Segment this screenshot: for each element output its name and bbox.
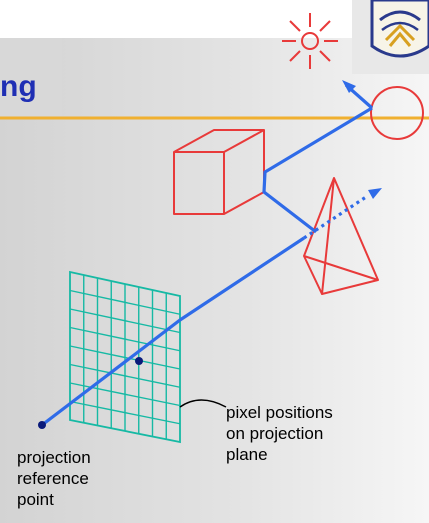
pyramid-object xyxy=(303,177,379,295)
university-crest-icon xyxy=(352,0,429,74)
primary-ray-arrowhead xyxy=(368,188,382,199)
pixel-label-line-1: pixel positions xyxy=(226,403,333,422)
proj-label-line-1: projection xyxy=(17,448,91,467)
pixel-label-leader xyxy=(179,399,227,408)
projection-reference-point xyxy=(38,421,46,429)
proj-label-line-3: point xyxy=(17,490,54,509)
proj-label-line-2: reference xyxy=(17,469,89,488)
sphere-object xyxy=(370,86,424,140)
title-band xyxy=(0,38,62,118)
primary-ray xyxy=(41,195,367,427)
secondary-ray-arrowhead xyxy=(342,80,356,93)
pixel-label-line-3: plane xyxy=(226,445,268,464)
pixel-position-point xyxy=(135,357,143,365)
slide-title-fragment: ng xyxy=(0,70,37,103)
projection-reference-label: projection reference point xyxy=(17,447,91,510)
pixel-positions-label: pixel positions on projection plane xyxy=(226,402,333,465)
pixel-label-line-2: on projection xyxy=(226,424,324,443)
projection-plane-grid xyxy=(69,270,181,444)
sun-icon xyxy=(282,13,338,69)
